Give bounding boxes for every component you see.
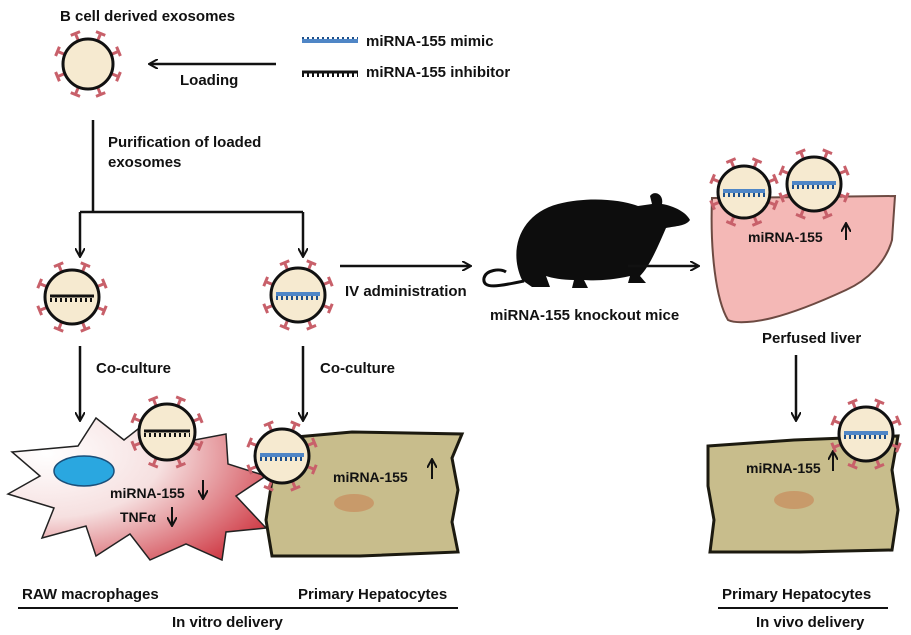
exosome-icon [130,395,204,469]
legend: miRNA-155 mimic miRNA-155 inhibitor [302,33,510,81]
invivo-hep-mirna-label: miRNA-155 [746,460,821,476]
macrophage-tnf-label: TNFα [120,509,156,525]
macrophage-mirna-label: miRNA-155 [110,485,185,501]
hepatocyte-nucleus [334,494,374,512]
hepatocyte-cell-icon [260,430,465,558]
legend-inhibitor-label: miRNA-155 inhibitor [366,64,510,81]
purification-label-1: Purification of loaded [108,134,261,151]
exosome-icon [778,148,850,220]
coculture-right-label: Co-culture [320,360,395,377]
exosome-icon [830,398,902,470]
b-cell-exosomes-label: B cell derived exosomes [60,8,235,25]
mouse-icon [482,193,690,288]
loading-label: Loading [180,72,238,89]
exosome-icon [54,30,122,98]
exosome-icon [36,261,108,333]
raw-macrophages-label: RAW macrophages [22,586,159,603]
macrophage-nucleus [53,455,115,487]
in-vitro-delivery-label: In vitro delivery [172,614,284,631]
liver-mirna-label: miRNA-155 [748,229,823,245]
exosomes-layer [36,30,902,492]
purification-label-2: exosomes [108,154,181,171]
legend-mimic-label: miRNA-155 mimic [366,33,494,50]
perfused-liver-label: Perfused liver [762,330,861,347]
coculture-left-label: Co-culture [96,360,171,377]
exosome-icon [709,157,779,227]
iv-administration-label: IV administration [345,283,467,300]
primary-hepatocytes-vitro-label: Primary Hepatocytes [298,586,447,603]
exosome-icon [262,259,334,331]
hepatocyte-nucleus [774,491,814,509]
knockout-mice-label: miRNA-155 knockout mice [490,307,679,324]
exosome-icon [246,420,318,492]
hepatocyte-mirna-label: miRNA-155 [333,469,408,485]
in-vivo-delivery-label: In vivo delivery [756,614,865,631]
primary-hepatocytes-vivo-label: Primary Hepatocytes [722,586,871,603]
